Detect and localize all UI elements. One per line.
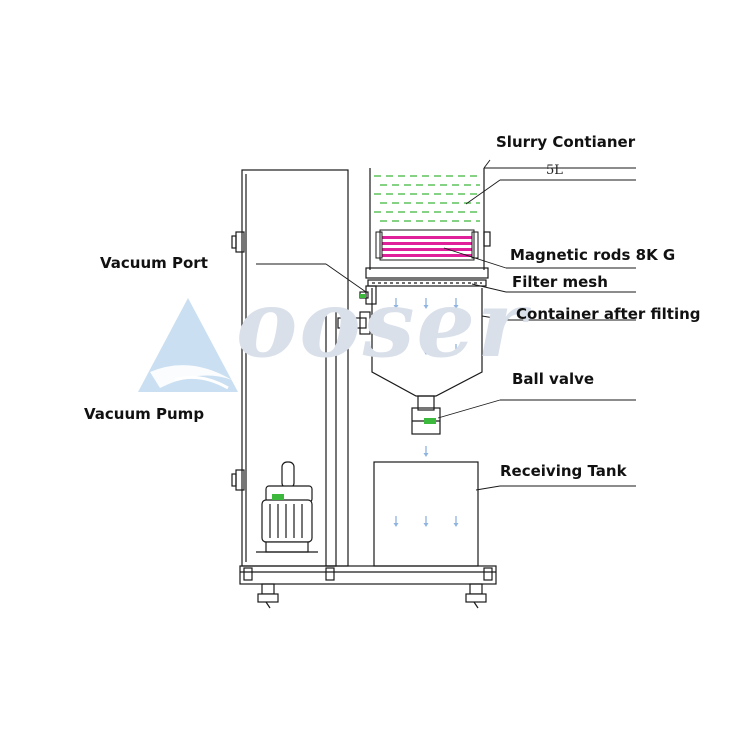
flow-arrow bbox=[423, 298, 429, 309]
flow-arrow bbox=[423, 446, 429, 457]
support-column bbox=[325, 309, 371, 567]
base-frame bbox=[239, 565, 497, 609]
label-magnetic-rods: Magnetic rods 8K G bbox=[510, 246, 676, 264]
label-vacuum-pump: Vacuum Pump bbox=[84, 405, 205, 423]
flow-arrow bbox=[453, 298, 459, 309]
slurry-container bbox=[365, 168, 491, 279]
flow-arrow bbox=[423, 516, 429, 527]
label-slurry-container: Slurry Contianer bbox=[496, 133, 636, 151]
label-vacuum-port: Vacuum Port bbox=[100, 254, 208, 272]
watermark-logo-icon bbox=[138, 298, 238, 392]
flow-arrow bbox=[393, 344, 399, 355]
leader-lines bbox=[256, 159, 636, 491]
watermark-text: ooser bbox=[236, 270, 528, 378]
flow-arrows bbox=[393, 298, 459, 527]
flow-arrow bbox=[393, 516, 399, 527]
ball-valve bbox=[411, 395, 441, 435]
filter-mesh bbox=[367, 279, 487, 287]
label-volume: 5L bbox=[546, 163, 563, 178]
green-markers bbox=[360, 294, 366, 298]
cabinet bbox=[231, 169, 349, 567]
vacuum-pump bbox=[256, 461, 318, 553]
label-filter-mesh: Filter mesh bbox=[512, 273, 608, 291]
flow-arrow bbox=[423, 344, 429, 355]
flow-arrow bbox=[393, 298, 399, 309]
magnetic-rods bbox=[375, 229, 479, 261]
label-receiving-tank: Receiving Tank bbox=[500, 462, 627, 480]
receiving-tank bbox=[373, 461, 479, 567]
label-ball-valve: Ball valve bbox=[512, 370, 595, 388]
flow-arrow bbox=[453, 344, 459, 355]
flow-arrow bbox=[453, 516, 459, 527]
label-container-after: Container after filting bbox=[516, 305, 701, 323]
